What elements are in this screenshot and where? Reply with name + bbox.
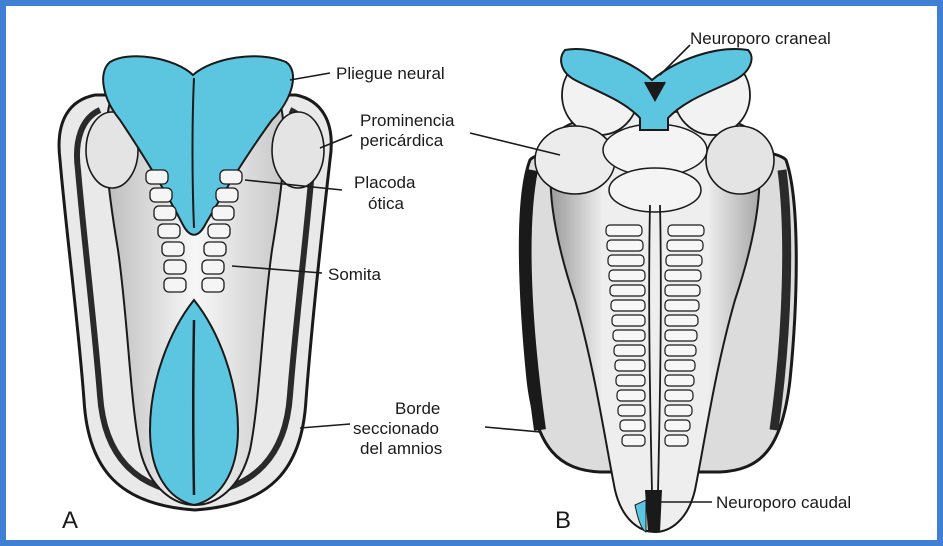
label-placoda-line2: ótica bbox=[368, 194, 404, 213]
pericardial-bulge-left-b bbox=[535, 126, 615, 194]
label-pliegue-neural: Pliegue neural bbox=[336, 64, 445, 83]
embryo-a bbox=[59, 56, 331, 510]
neural-groove-caudal-a bbox=[193, 320, 194, 495]
label-neuroporo-caudal: Neuroporo caudal bbox=[716, 493, 851, 512]
label-prominencia-line1: Prominencia bbox=[360, 111, 455, 130]
leader-borde-b bbox=[485, 427, 540, 432]
leader-borde-a bbox=[300, 424, 350, 428]
label-placoda-line1: Placoda bbox=[354, 173, 416, 192]
label-borde-line3: del amnios bbox=[360, 439, 442, 458]
brain-vesicle-2-b bbox=[609, 168, 701, 212]
embryo-b bbox=[520, 49, 796, 532]
panel-label-b: B bbox=[555, 507, 571, 534]
label-neuroporo-craneal: Neuroporo craneal bbox=[690, 29, 831, 48]
pericardial-bulge-right-a bbox=[272, 112, 324, 188]
leader-pliegue-neural bbox=[290, 73, 330, 80]
panel-label-a: A bbox=[62, 507, 78, 534]
label-borde-line2: seccionado bbox=[353, 419, 439, 438]
label-borde-line1: Borde bbox=[395, 399, 440, 418]
label-somita: Somita bbox=[328, 265, 381, 284]
label-prominencia-line2: pericárdica bbox=[360, 131, 444, 150]
pericardial-bulge-right-b bbox=[706, 126, 774, 194]
